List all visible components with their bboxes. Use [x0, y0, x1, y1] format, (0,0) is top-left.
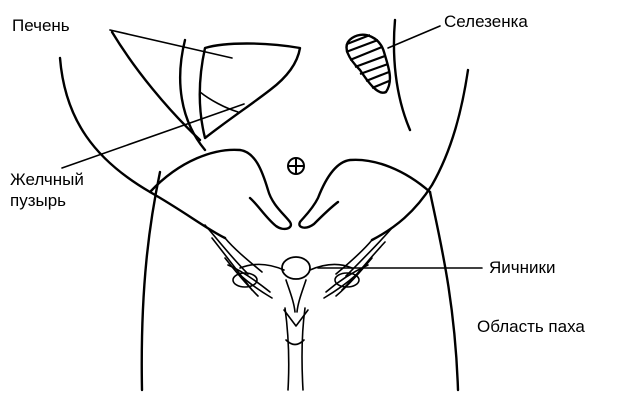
body-outline [60, 20, 468, 390]
spleen-shape [346, 35, 390, 93]
spleen-label: Селезенка [444, 12, 528, 31]
leader-liver [110, 30, 232, 58]
gallbladder-label-line1: Желчный [10, 170, 84, 189]
groin-label: Область паха [477, 317, 585, 336]
leader-spleen [388, 26, 440, 48]
leader-gallbladder [62, 104, 244, 168]
left-hand [150, 150, 291, 298]
right-hand [299, 160, 430, 298]
navel-marker [288, 158, 304, 174]
gallbladder-label-line2: пузырь [10, 191, 66, 210]
leader-lines [62, 26, 482, 268]
ovaries-label: Яичники [489, 258, 555, 277]
liver-shape [200, 44, 300, 139]
liver-label: Печень [12, 16, 70, 35]
